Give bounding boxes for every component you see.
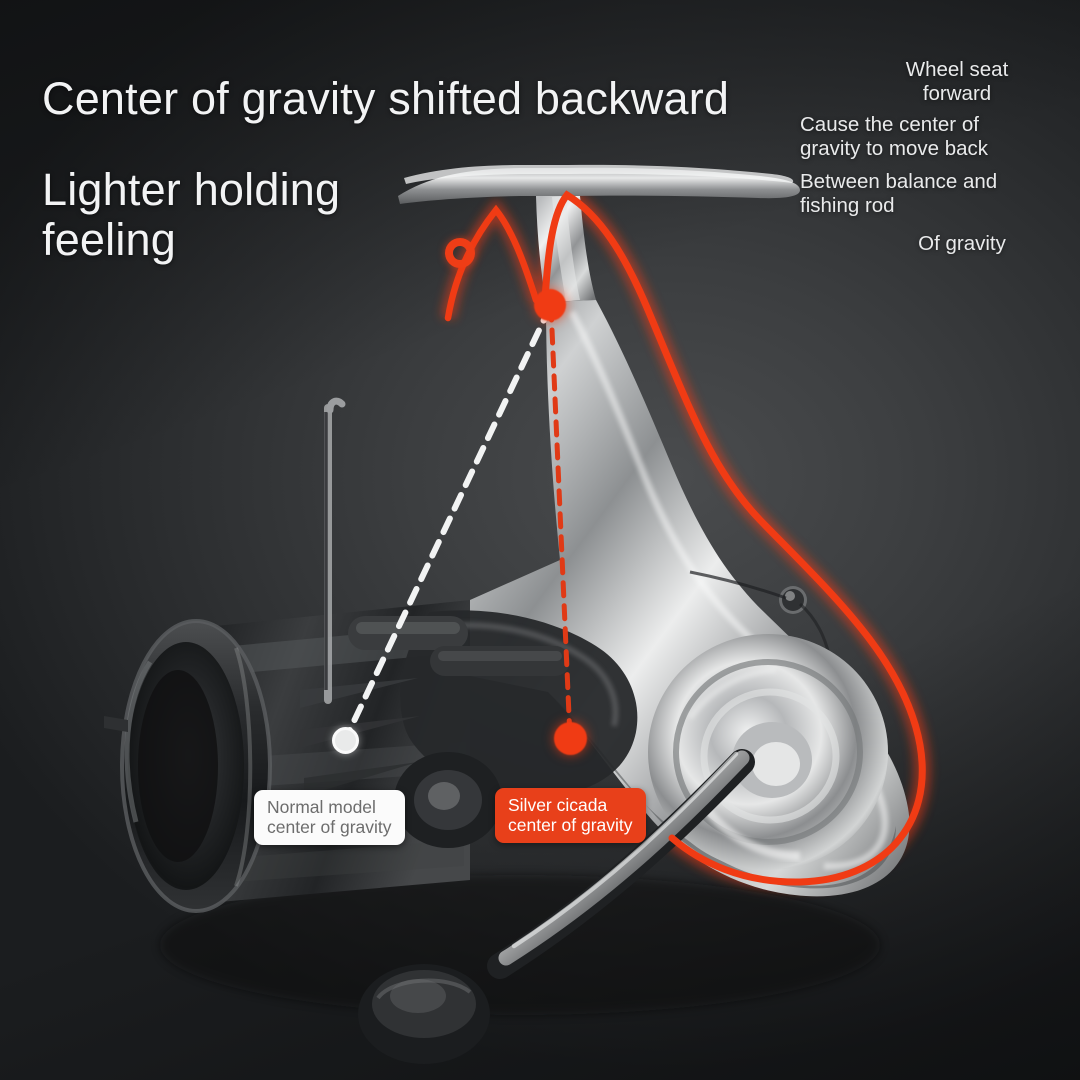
page-title: Center of gravity shifted backward	[42, 73, 730, 124]
annotation-wheel-seat-forward: Wheel seat forward	[905, 58, 1009, 105]
annotation-of-gravity: Of gravity	[918, 232, 1006, 255]
annotation-balance-fishing-rod: Between balance and fishing rod	[800, 170, 998, 217]
leader-line-silver	[548, 304, 573, 741]
red-dot-icon-bottom	[554, 722, 587, 755]
ring-marker-icon	[445, 238, 475, 268]
red-contour-outline	[444, 190, 926, 886]
page-subtitle: Lighter holding feeling	[42, 164, 341, 266]
reel-handle	[358, 749, 755, 1064]
bail-arm	[324, 397, 346, 704]
white-dot-icon	[332, 727, 359, 754]
reel-foot	[398, 164, 800, 302]
callout-normal-model-center-of-gravity: Normal model center of gravity	[254, 790, 405, 846]
body-screw-icon	[779, 586, 807, 614]
red-dot-icon-top	[534, 289, 566, 321]
callout-silver-cicada-center-of-gravity: Silver cicada center of gravity	[495, 788, 646, 844]
leader-line-normal	[343, 304, 553, 741]
annotation-center-gravity-back: Cause the center of gravity to move back	[800, 113, 988, 160]
